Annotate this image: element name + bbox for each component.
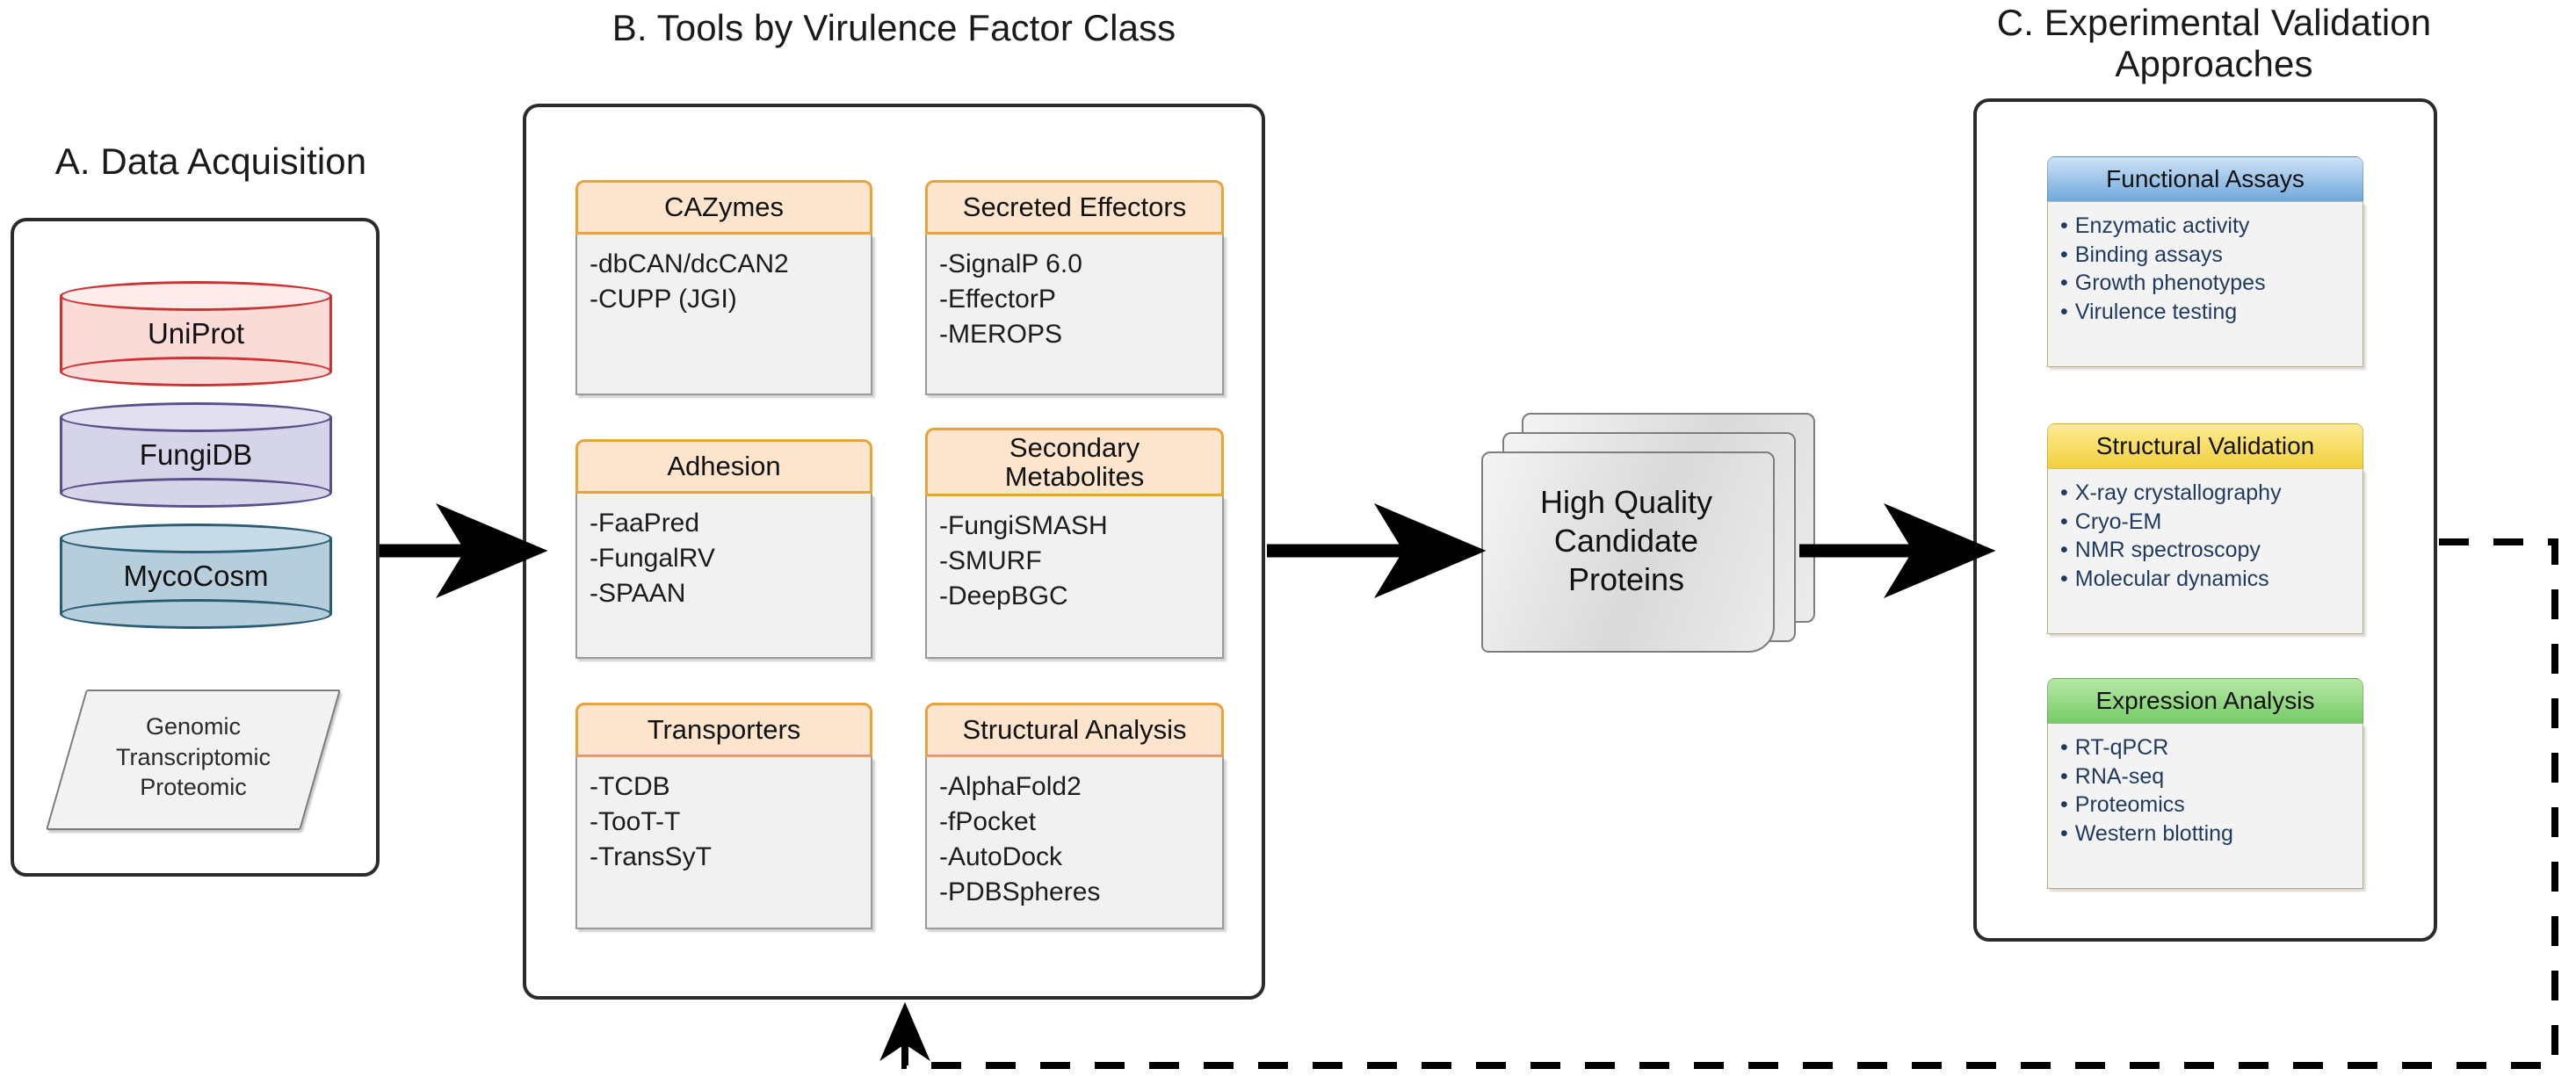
panel-a-title: A. Data Acquisition [54, 141, 367, 182]
validation-card-body: X-ray crystallography Cryo-EM NMR spectr… [2047, 469, 2363, 634]
tool-card-header: CAZymes [575, 180, 872, 235]
validation-item: RNA-seq [2060, 762, 2350, 791]
validation-card-header: Structural Validation [2047, 423, 2363, 469]
tool-card-header: Secondary Metabolites [925, 428, 1224, 496]
tool-item: -FungalRV [590, 543, 715, 573]
validation-item: X-ray crystallography [2060, 479, 2350, 508]
tool-item: -dbCAN/dcCAN2 [590, 249, 789, 278]
tool-item: -TransSyT [590, 841, 712, 871]
panel-b-title: B. Tools by Virulence Factor Class [611, 7, 1176, 48]
tool-item: -DeepBGC [939, 581, 1068, 610]
tool-item: -TooT-T [590, 806, 681, 836]
database-label: UniProt [147, 317, 245, 350]
tool-item: -SignalP 6.0 [939, 249, 1082, 278]
validation-card-header: Expression Analysis [2047, 678, 2363, 724]
tool-item: -EffectorP [939, 284, 1056, 314]
validation-item: Growth phenotypes [2060, 269, 2350, 298]
tool-card-header: Adhesion [575, 439, 872, 494]
validation-item: Proteomics [2060, 791, 2350, 820]
tool-item: -CUPP (JGI) [590, 284, 737, 314]
tool-card-transporters[interactable]: Transporters -TCDB -TooT-T -TransSyT [575, 703, 872, 929]
tool-item: -AutoDock [939, 841, 1063, 871]
validation-card-body: RT-qPCR RNA-seq Proteomics Western blott… [2047, 724, 2363, 889]
tool-card-cazymes[interactable]: CAZymes -dbCAN/dcCAN2 -CUPP (JGI) [575, 180, 872, 395]
tool-item: -MEROPS [939, 319, 1063, 349]
tool-card-header: Transporters [575, 703, 872, 757]
tool-card-header: Secreted Effectors [925, 180, 1224, 235]
validation-item: Virulence testing [2060, 298, 2350, 327]
validation-item: RT-qPCR [2060, 733, 2350, 762]
tool-card-body: -FaaPred -FungalRV -SPAAN [575, 494, 872, 659]
tool-card-body: -dbCAN/dcCAN2 -CUPP (JGI) [575, 235, 872, 395]
cylinder-top [60, 402, 332, 432]
database-cylinder-mycocosm[interactable]: MycoCosm [60, 524, 332, 629]
tool-card-secreted-effectors[interactable]: Secreted Effectors -SignalP 6.0 -Effecto… [925, 180, 1224, 395]
tool-item: -PDBSpheres [939, 877, 1101, 906]
tool-item: -FaaPred [590, 509, 700, 538]
tool-card-body: -TCDB -TooT-T -TransSyT [575, 757, 872, 929]
cylinder-top [60, 281, 332, 311]
tool-card-secondary-metabolites[interactable]: Secondary Metabolites -FungiSMASH -SMURF… [925, 428, 1224, 659]
tool-item: -fPocket [939, 806, 1037, 836]
validation-item: Molecular dynamics [2060, 565, 2350, 594]
tool-item: -FungiSMASH [939, 511, 1108, 540]
tool-card-structural-analysis[interactable]: Structural Analysis -AlphaFold2 -fPocket… [925, 703, 1224, 929]
database-label: FungiDB [139, 438, 253, 471]
validation-card-expression-analysis[interactable]: Expression Analysis RT-qPCR RNA-seq Prot… [2047, 678, 2363, 889]
database-cylinder-fungidb[interactable]: FungiDB [60, 402, 332, 508]
tool-card-body: -AlphaFold2 -fPocket -AutoDock -PDBSpher… [925, 757, 1224, 929]
data-types-label: Genomic Transcriptomic Proteomic [115, 713, 271, 801]
validation-card-structural-validation[interactable]: Structural Validation X-ray crystallogra… [2047, 423, 2363, 634]
candidate-proteins-label: High Quality Candidate Proteins [1539, 484, 1713, 597]
validation-card-header: Functional Assays [2047, 156, 2363, 202]
cylinder-top [60, 524, 332, 553]
tool-item: -SPAAN [590, 578, 686, 608]
validation-item: Enzymatic activity [2060, 212, 2350, 241]
tool-item: -TCDB [590, 772, 670, 801]
tool-card-body: -SignalP 6.0 -EffectorP -MEROPS [925, 235, 1224, 395]
validation-item: Cryo-EM [2060, 508, 2350, 537]
candidate-proteins-stack[interactable]: High Quality Candidate Proteins [1469, 413, 1838, 653]
validation-item: Binding assays [2060, 241, 2350, 270]
cylinder-bottom [60, 357, 332, 386]
tool-card-adhesion[interactable]: Adhesion -FaaPred -FungalRV -SPAAN [575, 439, 872, 659]
panel-c-title: C. Experimental Validation Approaches [1996, 2, 2432, 85]
tool-item: -AlphaFold2 [939, 772, 1082, 801]
cylinder-bottom [60, 599, 332, 629]
validation-item: NMR spectroscopy [2060, 536, 2350, 565]
validation-card-functional-assays[interactable]: Functional Assays Enzymatic activity Bin… [2047, 156, 2363, 367]
tool-item: -SMURF [939, 545, 1042, 575]
database-cylinder-uniprot[interactable]: UniProt [60, 281, 332, 386]
database-label: MycoCosm [123, 560, 269, 592]
tool-card-body: -FungiSMASH -SMURF -DeepBGC [925, 496, 1224, 659]
tool-card-header: Structural Analysis [925, 703, 1224, 757]
validation-item: Western blotting [2060, 820, 2350, 849]
validation-card-body: Enzymatic activity Binding assays Growth… [2047, 202, 2363, 367]
cylinder-bottom [60, 478, 332, 508]
